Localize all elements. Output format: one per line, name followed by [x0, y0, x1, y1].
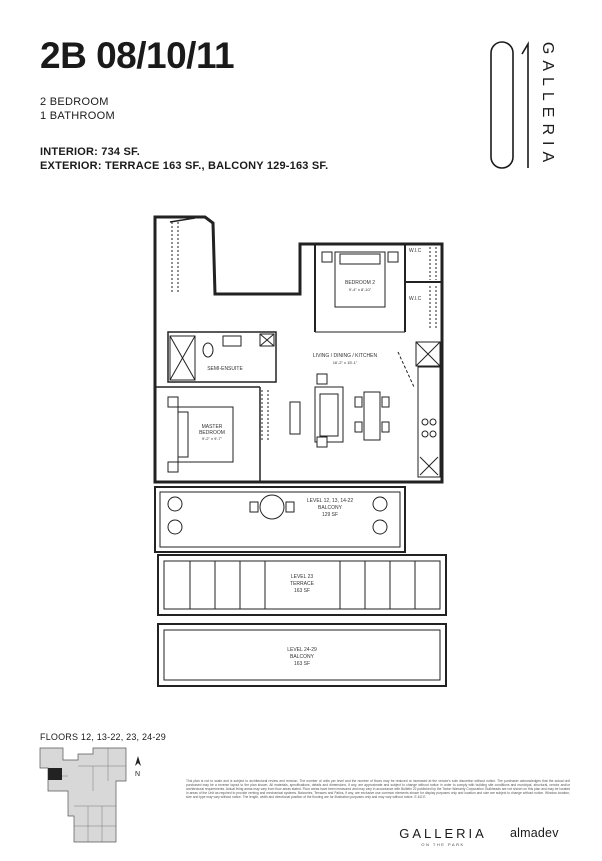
living-dims: 16'-2" x 15'-1" — [333, 360, 358, 365]
balcony-b-area: 163 SF — [294, 661, 310, 667]
key-plan: N — [39, 747, 141, 843]
bathroom-count: 1 BATHROOM — [40, 110, 115, 122]
balcony-a-area: 129 SF — [322, 512, 338, 518]
tv-unit — [289, 401, 301, 435]
unit-title: 2B 08/10/11 — [40, 35, 235, 76]
master-label-2: BEDROOM — [199, 430, 225, 436]
floor-plan: W.I.C W.I.C BEDROOM 2 9'-4" x 8'-10" LIV… — [153, 215, 447, 687]
north-label: N — [135, 771, 140, 778]
balcony-a — [154, 486, 406, 553]
footer-brand-sub: ON THE PARK — [421, 842, 465, 847]
north-arrow-icon — [135, 756, 141, 766]
balcony-b-level: LEVEL 24-29 — [287, 647, 317, 653]
wic-label-2: W.I.C — [409, 296, 422, 302]
terrace — [157, 554, 447, 616]
dining-table — [363, 391, 381, 441]
footer-brand-name: GALLERIA — [399, 826, 487, 841]
balcony-a-label: BALCONY — [318, 505, 343, 511]
terrace-area: 163 SF — [294, 588, 310, 594]
master-dims: 9'-2" x 9'-7" — [202, 436, 223, 441]
bedroom2-label: BEDROOM 2 — [345, 280, 375, 286]
semi-ensuite-label: SEMI-ENSUITE — [207, 366, 243, 372]
wic-label-1: W.I.C — [409, 248, 422, 254]
footer-brand: GALLERIA ON THE PARK — [393, 826, 493, 847]
balcony-b — [157, 623, 447, 687]
terrace-level: LEVEL 23 — [291, 574, 314, 580]
brand-number-01 — [490, 41, 529, 169]
balcony-b-label: BALCONY — [290, 654, 315, 660]
balcony-a-level: LEVEL 12, 13, 14-22 — [307, 498, 353, 504]
bathroom — [167, 331, 277, 383]
legal-disclaimer: This plan is not to scale and is subject… — [186, 779, 570, 800]
developer-logo: almadev — [510, 826, 559, 840]
living-label: LIVING / DINING / KITCHEN — [313, 353, 378, 359]
exterior-area: EXTERIOR: TERRACE 163 SF., BALCONY 129-1… — [40, 160, 329, 172]
interior-area: INTERIOR: 734 SF. — [40, 146, 140, 158]
terrace-label: TERRACE — [290, 581, 315, 587]
floors-label: FLOORS 12, 13-22, 23, 24-29 — [40, 732, 166, 742]
bedroom2-dims: 9'-4" x 8'-10" — [349, 287, 372, 292]
bedroom-count: 2 BEDROOM — [40, 96, 109, 108]
brand-name-vertical: GALLERIA — [539, 41, 556, 169]
master-label-1: MASTER — [202, 424, 223, 430]
kitchen-counter — [417, 366, 441, 478]
unit-highlight — [48, 768, 62, 780]
